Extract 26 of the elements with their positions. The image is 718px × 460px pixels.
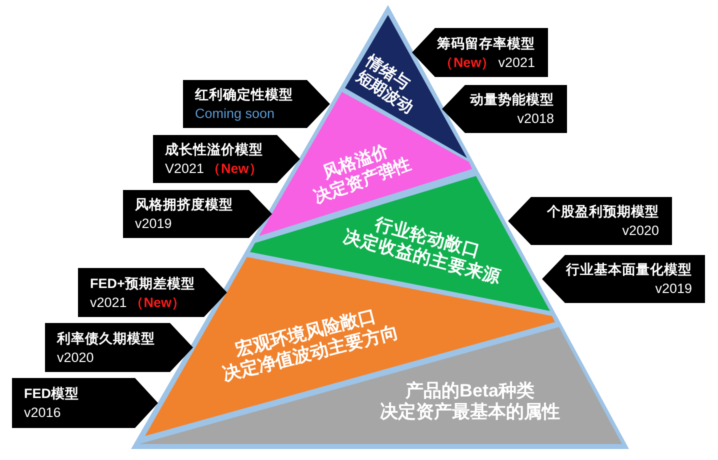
version-label: v2016 [24, 405, 61, 420]
version-label: v2019 [135, 216, 172, 231]
version-label: v2020 [57, 350, 94, 364]
version-label: v2019 [655, 281, 692, 296]
version-label: v2021 [90, 294, 127, 310]
model-name: 风格拥挤度模型 [135, 197, 233, 212]
version-label: V2021 [165, 161, 204, 176]
model-name: 成长性溢价模型 [165, 142, 263, 157]
status-label: Coming soon [195, 106, 275, 121]
version-label: v2020 [622, 223, 659, 238]
tier-label: 行业轮动敞口决定收益的主要来源 [341, 212, 504, 288]
model-name: 行业基本面量化模型 [566, 262, 692, 277]
model-name: 利率债久期模型 [57, 330, 155, 346]
tier-label: 情绪与短期波动 [352, 52, 417, 120]
version-label: v2021 [498, 54, 535, 70]
model-name: FED模型 [24, 386, 79, 401]
status-label: （New） [207, 161, 263, 176]
version-label: v2018 [517, 111, 554, 126]
model-name: FED+预期差模型 [90, 276, 195, 290]
model-name: 动量势能模型 [470, 92, 554, 107]
status-label: （New） [130, 294, 186, 310]
status-label: （New） [439, 54, 496, 70]
model-name: 红利确定性模型 [195, 87, 293, 102]
model-name: 筹码留存率模型 [437, 36, 535, 50]
tier-label: 风格溢价决定资产弹性 [310, 140, 414, 208]
model-name: 个股盈利预期模型 [547, 204, 659, 219]
